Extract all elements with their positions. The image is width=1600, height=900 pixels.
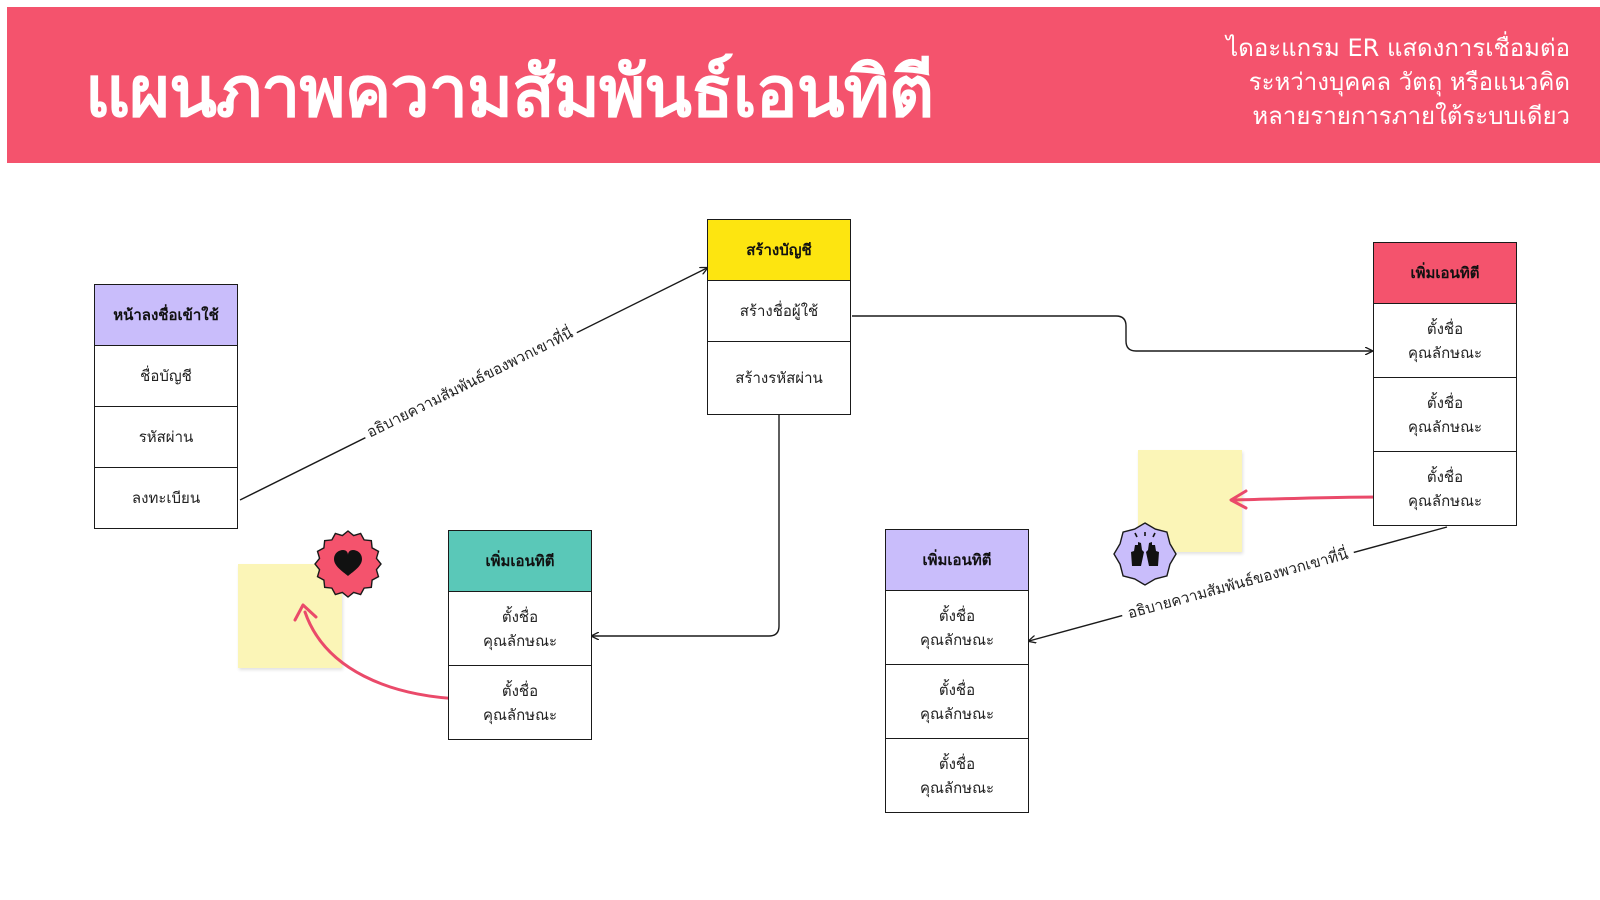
relation-label-1: อธิบายความสัมพันธ์ของพวกเขาที่นี่ xyxy=(359,320,581,446)
entity-header: เพิ่มเอนทิตี xyxy=(449,531,591,592)
connector-account-to-teal xyxy=(592,413,780,636)
entity-row: ชื่อบัญชี xyxy=(95,346,237,407)
svg-text:อธิบายความสัมพันธ์ของพวกเขาที่: อธิบายความสัมพันธ์ของพวกเขาที่นี่ xyxy=(363,322,576,441)
entity-header: เพิ่มเอนทิตี xyxy=(1374,243,1516,304)
entity-header: สร้างบัญชี xyxy=(708,220,850,281)
entity-header: เพิ่มเอนทิตี xyxy=(886,530,1028,591)
entity-add-pink[interactable]: เพิ่มเอนทิตี ตั้งชื่อ คุณลักษณะ ตั้งชื่อ… xyxy=(1373,242,1517,526)
entity-add-purple[interactable]: เพิ่มเอนทิตี ตั้งชื่อ คุณลักษณะ ตั้งชื่อ… xyxy=(885,529,1029,813)
entity-row: ตั้งชื่อ คุณลักษณะ xyxy=(449,666,591,739)
header-banner: แผนภาพความสัมพันธ์เอนทิตี ไดอะแกรม ER แส… xyxy=(7,7,1600,163)
entity-row: ลงทะเบียน xyxy=(131,489,201,507)
entity-login[interactable]: หน้าลงชื่อเข้าใช้ ชื่อบัญชี รหัสผ่าน ลงท… xyxy=(94,284,238,529)
entity-row: สร้างชื่อผู้ใช้ xyxy=(708,281,850,342)
raised-hands-icon xyxy=(1113,522,1177,586)
page-subtitle: ไดอะแกรม ER แสดงการเชื่อมต่อ ระหว่างบุคค… xyxy=(970,31,1570,133)
row-line: ตั้งชื่อ xyxy=(1426,467,1464,486)
entity-row: ตั้งชื่อ คุณลักษณะ xyxy=(886,591,1028,665)
entity-row: ตั้งชื่อ คุณลักษณะ xyxy=(886,739,1028,812)
row-line: ตั้งชื่อ xyxy=(1426,319,1464,338)
row-line: ตั้งชื่อ xyxy=(938,680,976,699)
subtitle-line: ไดอะแกรม ER แสดงการเชื่อมต่อ xyxy=(1226,34,1570,62)
entity-row: ตั้งชื่อ คุณลักษณะ xyxy=(886,665,1028,739)
row-line: คุณลักษณะ xyxy=(919,778,995,797)
row-line: คุณลักษณะ xyxy=(1407,491,1483,510)
curved-arrow-left xyxy=(303,610,464,701)
entity-row: ตั้งชื่อ คุณลักษณะ xyxy=(449,592,591,666)
entity-row: สร้างรหัสผ่าน xyxy=(735,369,823,387)
entity-create-account[interactable]: สร้างบัญชี สร้างชื่อผู้ใช้ สร้างรหัสผ่าน xyxy=(707,219,851,415)
arrow-right-note xyxy=(1232,495,1382,502)
connector-account-to-pink xyxy=(852,315,1372,351)
row-line: คุณลักษณะ xyxy=(1407,343,1483,362)
row-line: คุณลักษณะ xyxy=(919,704,995,723)
entity-row: ตั้งชื่อ คุณลักษณะ xyxy=(1374,452,1516,525)
row-line: ตั้งชื่อ xyxy=(1426,393,1464,412)
row-line: ตั้งชื่อ xyxy=(501,607,539,626)
entity-row: รหัสผ่าน xyxy=(95,407,237,468)
row-line: ตั้งชื่อ xyxy=(938,606,976,625)
entity-row: ตั้งชื่อ คุณลักษณะ xyxy=(1374,304,1516,378)
row-line: คุณลักษณะ xyxy=(482,705,558,724)
row-line: คุณลักษณะ xyxy=(919,630,995,649)
entity-add-teal[interactable]: เพิ่มเอนทิตี ตั้งชื่อ คุณลักษณะ ตั้งชื่อ… xyxy=(448,530,592,740)
row-line: ตั้งชื่อ xyxy=(938,754,976,773)
subtitle-line: ระหว่างบุคคล วัตถุ หรือแนวคิด xyxy=(1248,68,1570,96)
heart-icon xyxy=(314,530,382,598)
row-line: คุณลักษณะ xyxy=(1407,417,1483,436)
entity-row: ตั้งชื่อ คุณลักษณะ xyxy=(1374,378,1516,452)
page-title: แผนภาพความสัมพันธ์เอนทิตี xyxy=(85,51,934,133)
subtitle-line: หลายรายการภายใต้ระบบเดียว xyxy=(1252,102,1570,130)
row-line: ตั้งชื่อ xyxy=(501,681,539,700)
entity-header: หน้าลงชื่อเข้าใช้ xyxy=(95,285,237,346)
row-line: คุณลักษณะ xyxy=(482,631,558,650)
